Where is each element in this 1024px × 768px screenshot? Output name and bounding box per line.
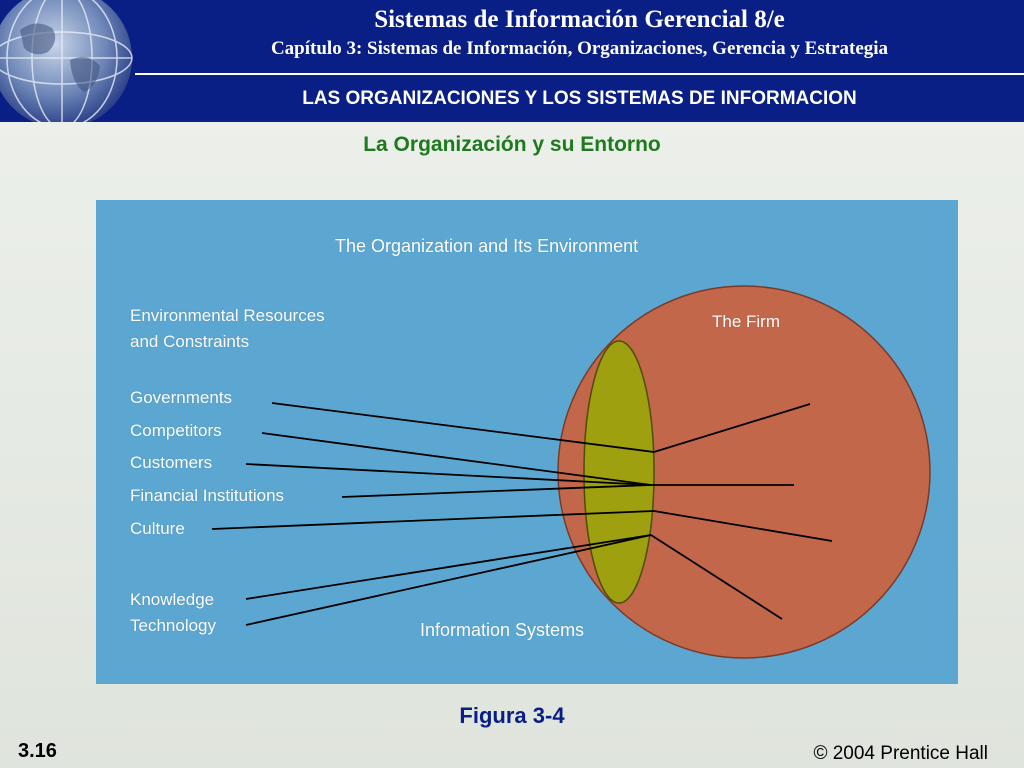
label-financial-institutions: Financial Institutions	[130, 486, 285, 505]
copyright-notice: © 2004 Prentice Hall	[813, 743, 988, 764]
globe-logo	[0, 0, 135, 122]
diagram-graphic	[211, 285, 931, 659]
connector-financial	[341, 484, 652, 498]
connector-technology	[245, 534, 652, 626]
figure-caption: Figura 3-4	[459, 703, 565, 728]
environment-label-line2: and Constraints	[130, 332, 250, 351]
label-knowledge: Knowledge	[130, 590, 215, 609]
figure-panel: The Organization and Its Environment Env…	[96, 200, 958, 684]
chapter-title: Capítulo 3: Sistemas de Información, Org…	[270, 38, 889, 59]
main-title: Sistemas de Información Gerencial 8/e	[374, 6, 785, 33]
internal-line-3	[653, 510, 833, 542]
slide-number: 3.16	[18, 740, 57, 762]
diagram-title: The Organization and Its Environment	[335, 236, 639, 256]
label-the-firm: The Firm	[712, 312, 780, 331]
section-title: LAS ORGANIZACIONES Y LOS SISTEMAS DE INF…	[302, 88, 857, 109]
label-information-systems: Information Systems	[420, 620, 585, 640]
connector-competitors	[261, 432, 652, 486]
label-technology: Technology	[130, 616, 217, 635]
header-divider	[135, 73, 1024, 75]
internal-line-1	[653, 403, 811, 453]
slide-subtitle: La Organización y su Entorno	[363, 133, 661, 156]
connector-knowledge	[245, 534, 652, 600]
connector-governments	[271, 402, 655, 453]
slide-header: Sistemas de Información Gerencial 8/e Ca…	[0, 0, 1024, 122]
connector-culture	[211, 510, 655, 530]
information-systems-ellipse	[583, 340, 655, 604]
label-customers: Customers	[130, 453, 213, 472]
internal-line-4	[650, 534, 783, 620]
connector-customers	[245, 463, 652, 486]
environment-label-line1: Environmental Resources	[130, 306, 325, 325]
label-culture: Culture	[130, 519, 185, 538]
label-governments: Governments	[130, 388, 233, 407]
label-competitors: Competitors	[130, 421, 222, 440]
